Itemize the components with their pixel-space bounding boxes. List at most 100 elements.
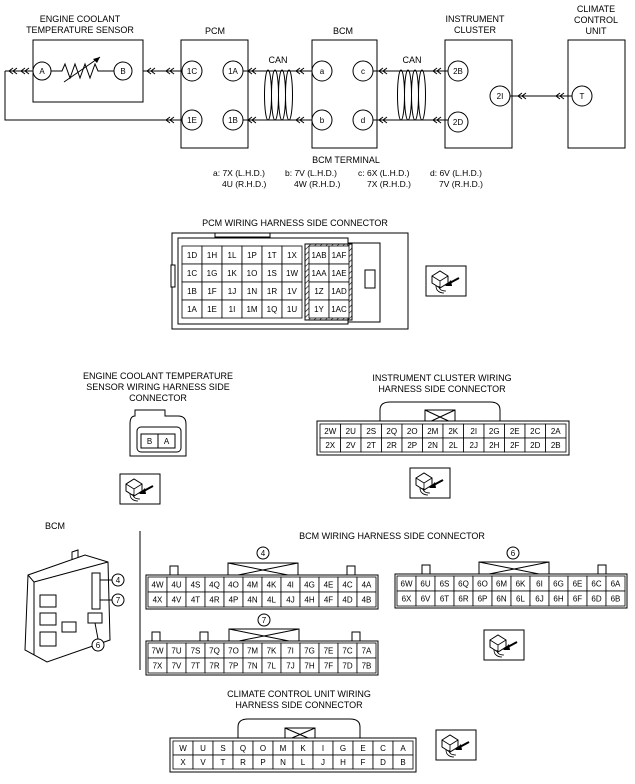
- climate-pin-label: C: [380, 744, 386, 753]
- pcm-pin-label: 1M: [246, 305, 257, 314]
- ect-connector-title: ENGINE COOLANT TEMPERATURE: [83, 371, 233, 381]
- term-d-lhd: d: 6V (L.H.D.): [430, 168, 482, 178]
- pin-cell: [545, 437, 567, 453]
- pcm-pin-label: 1U: [287, 305, 297, 314]
- pcm-pin-label: 1H: [207, 251, 217, 260]
- pcm-pin-label: 1D: [187, 251, 197, 260]
- cluster-pin-label: 2X: [325, 441, 335, 450]
- climate-connector-title-2: HARNESS SIDE CONNECTOR: [235, 700, 363, 710]
- connector-7-pin-label: 7R: [209, 662, 219, 671]
- connector-6-pin-label: 6L: [516, 595, 525, 604]
- connector-7-pin-label: 7L: [267, 662, 276, 671]
- pcm-pin-label: 1X: [287, 251, 297, 260]
- pcm-right-pin-label: 1AE: [331, 269, 346, 278]
- pcm-pin-label: 1B: [187, 287, 197, 296]
- ect-connector-title-3: CONNECTOR: [129, 393, 187, 403]
- pcm-title: PCM: [205, 26, 225, 36]
- climate-title: CLIMATE: [577, 4, 615, 14]
- pcm-pin-label: 1P: [247, 251, 257, 260]
- connector-4-pin-label: 4N: [247, 596, 257, 605]
- connector-6-pin-label: 6M: [496, 580, 507, 589]
- climate-pin-label: U: [200, 744, 206, 753]
- cluster-pin-label: 2L: [449, 441, 458, 450]
- climate-pin-label: S: [220, 744, 225, 753]
- connector-7-pin-label: 7W: [152, 647, 164, 656]
- pcm-pin-label: 1F: [207, 287, 216, 296]
- climate-pin-label: I: [322, 744, 324, 753]
- connector-4-pin-label: 4Q: [209, 581, 220, 590]
- cluster-pin-label: 2K: [448, 427, 458, 436]
- connector-view-icon: [425, 265, 467, 297]
- pcm-pin-1a: 1A: [228, 67, 238, 76]
- pin-cell: [392, 754, 414, 770]
- pcm-right-pin-label: 1Z: [314, 287, 323, 296]
- connector-7-pin-label: 7N: [247, 662, 257, 671]
- connector-7-pin-label: 7K: [267, 647, 277, 656]
- connector-6-number: 6: [511, 549, 516, 558]
- pcm-right-pin-label: 1Y: [314, 305, 324, 314]
- connector-7-pin-label: 7Q: [209, 647, 220, 656]
- climate-pin-label: W: [179, 744, 187, 753]
- cluster-pin-label: 2C: [530, 427, 540, 436]
- connector-6-pin-label: 6X: [402, 595, 412, 604]
- cluster-pin-2i: 2I: [497, 92, 504, 101]
- ect-connector-section: ENGINE COOLANT TEMPERATURE SENSOR WIRING…: [83, 371, 233, 505]
- pcm-pin-label: 1L: [228, 251, 237, 260]
- bcm-box: [311, 39, 378, 149]
- connector-6-pin-label: 6Q: [458, 580, 469, 589]
- pin-cell: [281, 299, 303, 319]
- pin-cell: [328, 299, 350, 319]
- connector-7-pin-label: 7B: [362, 662, 372, 671]
- climate-pin-label: M: [280, 744, 287, 753]
- climate-pin-label: R: [240, 758, 246, 767]
- cluster-pin-label: 2S: [366, 427, 376, 436]
- cluster-pin-label: 2D: [530, 441, 540, 450]
- connector-4-pin-label: 4P: [229, 596, 239, 605]
- pcm-pin-label: 1Q: [267, 305, 278, 314]
- connector-7-pin-label: 7I: [287, 647, 294, 656]
- climate-pin-label: D: [380, 758, 386, 767]
- pcm-pin-label: 1J: [228, 287, 236, 296]
- can-twist-1: [264, 69, 293, 121]
- thermistor-arrow: [63, 56, 101, 83]
- climate-pin-label: Q: [240, 744, 246, 753]
- bcm-callout-6: 6: [96, 641, 101, 650]
- connector-7-pin-label: 7A: [362, 647, 372, 656]
- term-c-rhd: 7X (R.H.D.): [367, 179, 411, 189]
- connector-4-pin-label: 4R: [209, 596, 219, 605]
- climate-pin-label: H: [340, 758, 346, 767]
- cluster-pin-label: 2R: [387, 441, 397, 450]
- connector-4-pin-label: 4K: [267, 581, 277, 590]
- climate-pin-label: A: [400, 744, 406, 753]
- connector-4-pin-label: 4L: [267, 596, 276, 605]
- cluster-pin-2b: 2B: [453, 67, 463, 76]
- cluster-title: INSTRUMENT: [446, 14, 505, 24]
- climate-pin-label: E: [360, 744, 365, 753]
- pcm-pin-label: 1K: [227, 269, 237, 278]
- term-b-rhd: 4W (R.H.D.): [294, 179, 340, 189]
- connector-7-pin-label: 7E: [324, 647, 334, 656]
- cluster-title-2: CLUSTER: [454, 25, 497, 35]
- connector-6-pin-label: 6B: [611, 595, 621, 604]
- connector-6-pin-label: 6J: [535, 595, 543, 604]
- climate-pin-label: B: [400, 758, 405, 767]
- connector-6-pin-label: 6V: [421, 595, 431, 604]
- pcm-pin-label: 1V: [287, 287, 297, 296]
- cluster-pin-label: 2E: [510, 427, 520, 436]
- pcm-pin-label: 1W: [286, 269, 298, 278]
- thermistor-symbol: [51, 62, 114, 80]
- connector-7-pin-label: 7F: [324, 662, 333, 671]
- term-a-lhd: a: 7X (L.H.D.): [213, 168, 265, 178]
- connector-6-pin-label: 6T: [440, 595, 449, 604]
- connector-7-pin-label: 7O: [228, 647, 239, 656]
- bcm-location-title: BCM: [45, 521, 65, 531]
- cluster-pin-label: 2B: [551, 441, 561, 450]
- climate-pin-label: P: [260, 758, 265, 767]
- cluster-pin-label: 2N: [428, 441, 438, 450]
- connector-4-pin-label: 4U: [171, 581, 181, 590]
- pcm-pin-label: 1I: [229, 305, 236, 314]
